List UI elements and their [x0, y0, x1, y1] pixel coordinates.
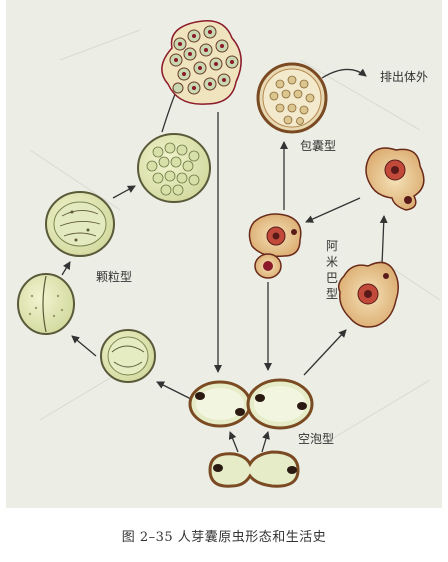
granular-cell-dividing	[17, 273, 75, 335]
vacuolar-cell-left	[188, 380, 252, 428]
svg-text:巴: 巴	[326, 271, 338, 285]
granular-cell-small	[100, 329, 156, 383]
label-excrete: 排出体外	[380, 70, 428, 84]
amoeboid-cell-left	[248, 213, 302, 258]
figure-caption: 图 2–35 人芽囊原虫形态和生活史	[121, 530, 327, 545]
arrow-vacuolar-to-granular	[156, 381, 194, 401]
arrow-to-small-granular	[71, 335, 97, 357]
top-cluster-cell	[161, 20, 242, 105]
arrow-vacuolar-to-amoeboid	[303, 329, 347, 376]
amoeboid-cell-top	[365, 147, 425, 211]
label-granular-form: 颗粒型	[96, 269, 132, 284]
amoeboid-cell-small	[254, 253, 282, 279]
flow-arrows	[61, 68, 388, 453]
arrow-amoeboid-left	[305, 197, 361, 223]
arrow-bottom-left	[228, 431, 239, 453]
vacuolar-cell-right	[246, 378, 314, 430]
life-cycle-diagram: 排出体外 包囊型 颗粒型 空泡型 阿 米 巴 型	[6, 0, 442, 508]
arrow-bottom-right	[261, 431, 270, 453]
cyst-cell	[256, 62, 328, 134]
vacuolar-cell-dividing	[208, 450, 300, 488]
granular-cell-medium	[45, 191, 115, 257]
svg-text:阿: 阿	[326, 239, 338, 253]
label-cyst-form: 包囊型	[300, 138, 336, 153]
amoeboid-cell-right	[337, 261, 399, 328]
label-amoeboid-form: 阿 米 巴 型	[326, 239, 338, 301]
arrow-to-large-granular	[112, 185, 136, 199]
svg-text:型: 型	[326, 287, 338, 301]
arrow-to-medium-granular	[61, 261, 71, 276]
arrow-amoeboid-up	[379, 215, 388, 266]
svg-text:米: 米	[326, 255, 338, 269]
label-vacuolar-form: 空泡型	[298, 432, 334, 446]
arrow-cyst-excrete	[321, 68, 367, 79]
granular-cell-large	[137, 133, 211, 203]
